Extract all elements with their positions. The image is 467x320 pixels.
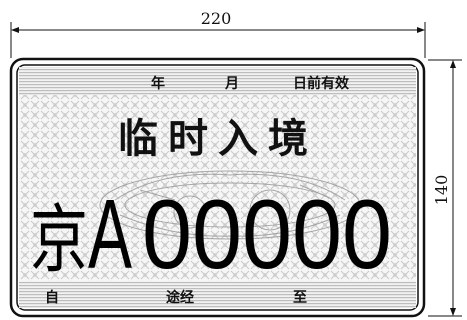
plate-serial-number: 00000	[142, 179, 392, 289]
header-valid-until-label: 日前有效	[293, 75, 350, 92]
footer-from-label: 自	[45, 289, 59, 306]
header-month-label: 月	[224, 76, 239, 92]
width-label: 220	[201, 9, 232, 28]
plate-letter: A	[88, 179, 132, 289]
footer-to-label: 至	[293, 290, 307, 306]
header-band	[19, 67, 416, 95]
license-plate: 年 月 日前有效 临时入境 京 A 00000 自 途经 至	[9, 57, 426, 318]
height-label: 140	[432, 175, 451, 206]
plate-inner-border	[16, 64, 419, 311]
province-character: 京	[30, 197, 88, 283]
plate-title: 临时入境	[118, 116, 318, 162]
footer-route-label: 途经	[166, 289, 194, 306]
header-year-label: 年	[151, 75, 165, 92]
height-dimension: 140	[428, 59, 462, 317]
plate-background-pattern	[19, 95, 416, 281]
watermark-emblem	[99, 170, 361, 240]
width-dimension: 220	[10, 9, 426, 58]
footer-band	[19, 281, 416, 308]
